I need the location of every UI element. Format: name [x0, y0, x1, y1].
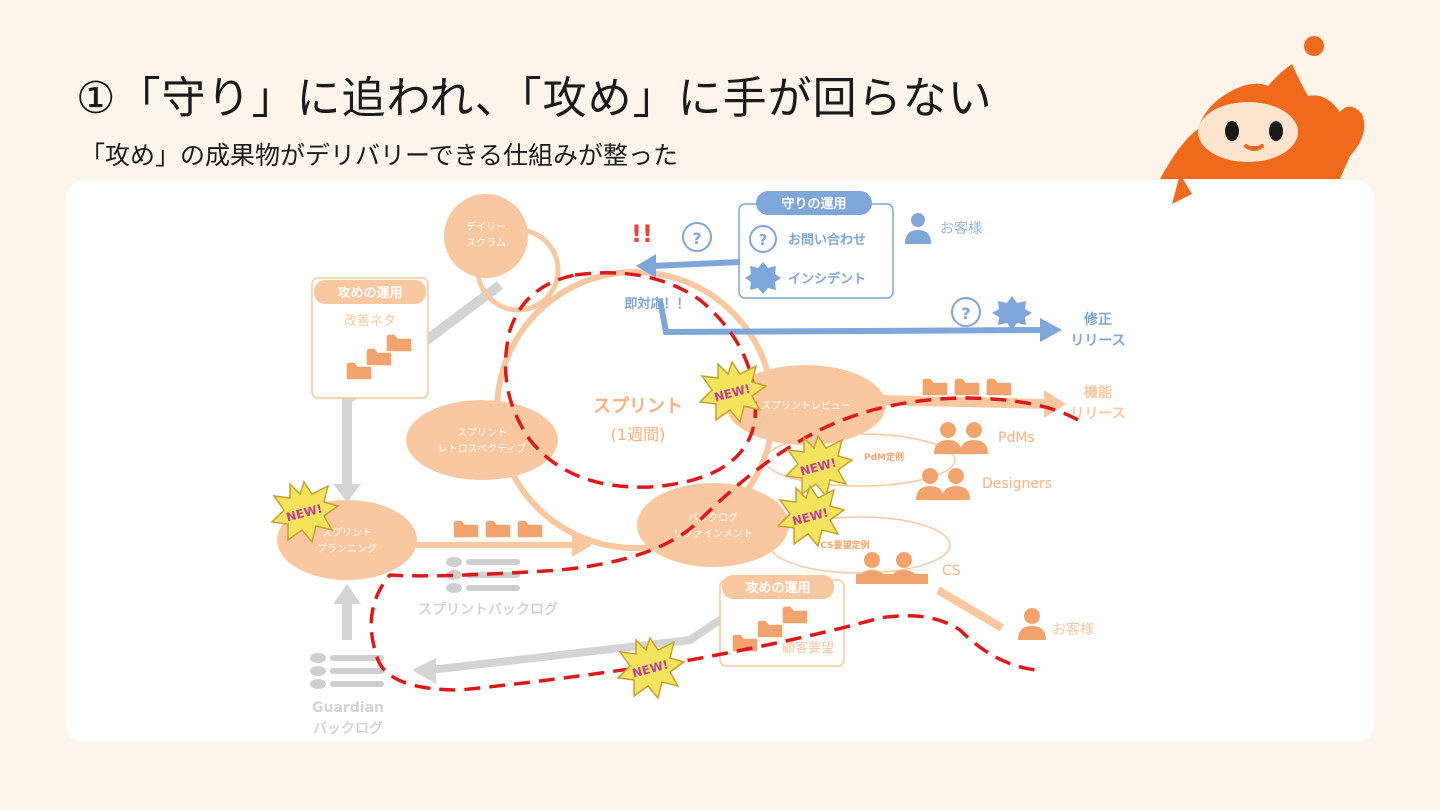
- svg-text:お客様: お客様: [1052, 621, 1094, 638]
- sprint-backlog-icon: [446, 557, 520, 593]
- sprint-duration: (1週間): [611, 425, 666, 444]
- svg-text:リリース: リリース: [1070, 406, 1125, 422]
- new-badge: NEW!: [777, 485, 845, 547]
- red-dashed-path: [369, 396, 1079, 692]
- svg-text:お客様: お客様: [940, 220, 982, 237]
- sprint-review-node: [726, 365, 886, 445]
- pdm-person-icon: [960, 422, 988, 454]
- pdm-meeting-label: PdM定例: [864, 451, 904, 463]
- red-dashed-loop: [503, 271, 758, 489]
- feature-release-label: 機能: [1084, 384, 1112, 401]
- svg-text:リファインメント: リファインメント: [673, 529, 753, 540]
- retrospective-node: [406, 400, 558, 480]
- svg-text:?: ?: [961, 304, 970, 323]
- incident-icon: [745, 262, 781, 294]
- svg-text:?: ?: [692, 229, 701, 248]
- designer-person-icon: [942, 468, 970, 500]
- new-badge: NEW!: [271, 481, 339, 543]
- svg-text:顧客要望: 顧客要望: [782, 640, 834, 656]
- cs-meeting-label: CS要望定例: [820, 539, 869, 551]
- svg-text:バックログ: バックログ: [688, 511, 738, 524]
- immediate-response-label: 即対応！！: [624, 296, 689, 312]
- new-badge: NEW!: [785, 435, 853, 497]
- svg-text:デイリー: デイリー: [466, 220, 506, 233]
- slide-subtitle: 「攻め」の成果物がデリバリーできる仕組みが整った: [80, 141, 679, 170]
- svg-text:リリース: リリース: [1070, 333, 1125, 349]
- svg-text:スクラム: スクラム: [466, 237, 506, 249]
- guardian-backlog-icon: [310, 653, 384, 689]
- daily-scrum-node: [444, 194, 528, 278]
- cs-label: CS: [942, 563, 961, 579]
- svg-text:スプリント: スプリント: [457, 427, 507, 439]
- slide-title: ①「守り」に追われ、「攻め」に手が回らない: [76, 73, 993, 124]
- folder-icon: [516, 519, 544, 539]
- svg-text:スプリントレビュー: スプリントレビュー: [761, 400, 851, 412]
- incident-icon: [992, 296, 1032, 330]
- alert-icon: !!: [631, 220, 653, 248]
- designers-label: Designers: [982, 476, 1052, 492]
- svg-text:攻めの運用: 攻めの運用: [745, 580, 810, 596]
- folder-icon: [484, 519, 512, 539]
- folder-icon: [953, 377, 981, 397]
- svg-text:?: ?: [759, 231, 768, 249]
- svg-text:プランニング: プランニング: [317, 542, 377, 555]
- svg-text:インシデント: インシデント: [788, 271, 866, 287]
- new-badge: NEW!: [617, 637, 685, 699]
- svg-text:お問い合わせ: お問い合わせ: [788, 232, 866, 248]
- flow-to-planning: [342, 281, 504, 490]
- question-icon: [682, 222, 712, 252]
- mascot-character: [1160, 36, 1365, 204]
- svg-text:バックログ: バックログ: [313, 720, 383, 737]
- svg-text:守りの運用: 守りの運用: [781, 196, 846, 212]
- fix-release-label: 修正: [1083, 311, 1112, 328]
- folder-icon: [921, 377, 949, 397]
- pdms-label: PdMs: [998, 430, 1035, 446]
- sprint-backlog-label: スプリントバックログ: [418, 601, 558, 618]
- customer-icon-bottom: [1018, 608, 1046, 640]
- customer-icon-top: [905, 213, 931, 244]
- svg-text:攻めの運用: 攻めの運用: [337, 285, 402, 301]
- question-icon: [749, 225, 777, 253]
- designer-person-icon: [916, 468, 944, 500]
- attack-ops-top-box: [311, 277, 429, 399]
- svg-text:スプリント: スプリント: [322, 527, 372, 539]
- question-icon: [951, 297, 981, 327]
- folder-icon: [452, 519, 480, 539]
- backlog-refinement-node: [637, 483, 789, 567]
- new-badge: NEW!: [699, 361, 767, 423]
- sprint-label: スプリント: [593, 395, 683, 417]
- folder-icon: [985, 377, 1013, 397]
- svg-text:レトロスペクティブ: レトロスペクティブ: [438, 442, 527, 455]
- guardian-label: Guardian: [312, 700, 384, 716]
- pdm-person-icon: [934, 422, 962, 454]
- svg-text:改善ネタ: 改善ネタ: [344, 313, 396, 329]
